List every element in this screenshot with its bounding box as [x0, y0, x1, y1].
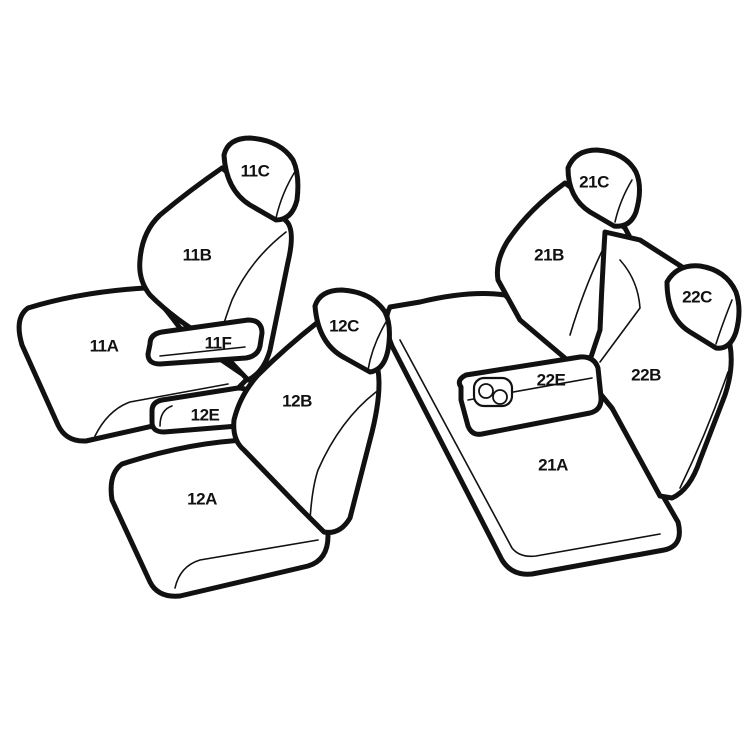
label-21B: 21B — [534, 245, 564, 264]
part-12C-welt — [367, 321, 387, 371]
label-11B: 11B — [183, 245, 212, 264]
label-22B: 22B — [631, 365, 661, 384]
part-22E-armrest — [456, 354, 604, 437]
label-12B: 12B — [282, 391, 312, 410]
part-22B-seam — [599, 259, 641, 363]
label-11F: 11F — [205, 333, 232, 352]
part-11A-welt — [94, 383, 229, 437]
label-12A: 12A — [187, 489, 217, 508]
label-12C: 12C — [329, 316, 359, 335]
part-22B-welt — [679, 371, 729, 489]
part-21B-welt — [569, 244, 606, 336]
part-21A-welt — [399, 339, 661, 558]
label-22E: 22E — [537, 370, 566, 389]
part-21C-welt — [614, 179, 633, 223]
part-12C-headrest — [312, 287, 392, 375]
label-11C: 11C — [241, 161, 270, 180]
label-21C: 21C — [579, 172, 609, 191]
part-11F-edge — [159, 346, 246, 357]
front-seat-11-group — [16, 135, 301, 444]
part-labels: 11C 11B 11A 11F 12C 12B 12E 12A 21C 21B … — [90, 161, 713, 508]
part-12B-welt — [309, 391, 377, 521]
label-11A: 11A — [90, 336, 119, 355]
part-12E-edge — [159, 405, 173, 427]
label-22C: 22C — [682, 287, 712, 306]
cup-holder-icon — [472, 376, 514, 408]
part-11C-welt — [275, 169, 297, 219]
part-21C-headrest — [565, 147, 642, 229]
part-22C-welt — [715, 299, 733, 345]
part-12A-welt — [174, 539, 319, 589]
front-seat-12-group — [108, 287, 392, 599]
label-21A: 21A — [538, 455, 568, 474]
part-11C-headrest — [221, 135, 301, 223]
label-12E: 12E — [191, 405, 220, 424]
part-11F-armrest — [145, 317, 265, 367]
part-12B-backrest — [231, 319, 382, 535]
rear-seat-group — [384, 147, 742, 577]
